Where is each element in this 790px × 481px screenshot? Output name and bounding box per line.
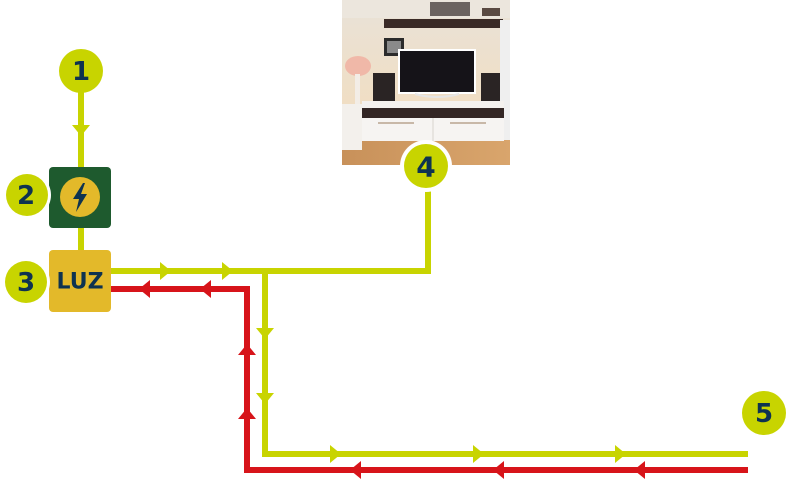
arrow-up-icon [238,344,256,355]
svg-text:3: 3 [17,268,35,298]
arrow-left-icon [634,461,645,479]
arrow-down-icon [256,393,274,404]
arrow-right-icon [330,445,341,463]
node-4-badge: 4 [400,140,452,192]
node-5-badge: 5 [742,391,786,435]
luz-box: LUZ [49,250,111,312]
node-3-badge: 3 [2,258,50,306]
meter-box [49,167,111,228]
arrow-left-icon [200,280,211,298]
node-1-badge: 1 [59,49,103,93]
arrow-right-icon [160,262,171,280]
arrow-up-icon [238,408,256,419]
living-room-photo [342,0,510,165]
svg-text:2: 2 [17,181,35,211]
arrow-right-icon [222,262,233,280]
arrow-right-icon [615,445,626,463]
arrow-left-icon [350,461,361,479]
svg-text:5: 5 [755,399,773,429]
svg-text:1: 1 [72,57,90,87]
node-2-badge: 2 [3,171,51,219]
lightning-bolt-icon [73,183,87,212]
arrow-down-icon [72,125,90,136]
arrow-left-icon [493,461,504,479]
svg-text:4: 4 [416,151,435,184]
return-arrows [139,280,645,479]
svg-text:LUZ: LUZ [56,270,103,295]
return-line [110,286,748,473]
supply-arrows [72,125,626,463]
arrow-left-icon [139,280,150,298]
arrow-right-icon [473,445,484,463]
arrow-down-icon [256,328,274,339]
